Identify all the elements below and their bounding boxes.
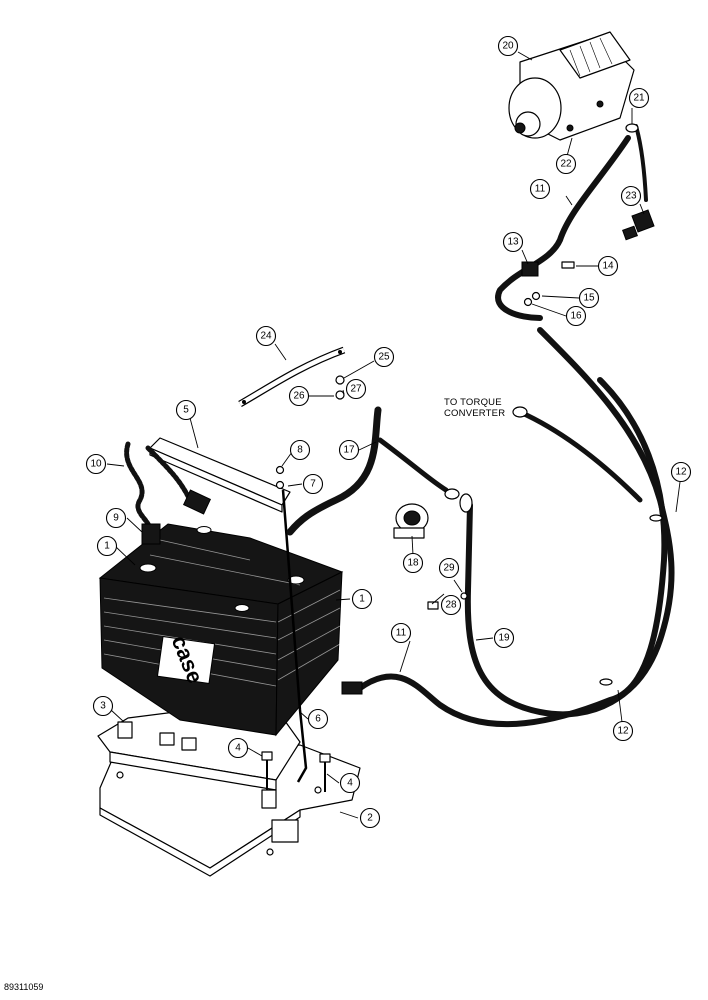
callout-label: 27 [350,384,362,395]
callout-label: 10 [90,459,102,470]
ground-strap [238,346,346,408]
callout-12a: 12 [670,461,692,483]
callout-15: 15 [578,287,600,309]
torque-converter-cable [512,406,643,503]
callout-1b: 1 [351,588,373,610]
callout-label: 7 [310,479,316,490]
callout-label: 15 [583,293,595,304]
callout-label: 8 [297,445,303,456]
callout-label: 20 [502,41,514,52]
battery-base-plate [99,744,361,877]
callout-label: 21 [633,93,645,104]
callout-label: 2 [367,813,373,824]
callout-13: 13 [502,231,524,253]
callout-26: 26 [288,385,310,407]
callout-2: 2 [359,807,381,829]
callout-label: 25 [378,352,390,363]
callout-21: 21 [628,87,650,109]
callout-4b: 4 [339,772,361,794]
callout-10: 10 [85,453,107,475]
callout-label: 26 [293,391,305,402]
torque-converter-note: TO TORQUE CONVERTER [444,397,505,419]
callout-6: 6 [307,708,329,730]
battery: case [98,523,344,737]
callout-16: 16 [565,305,587,327]
callout-label: 24 [260,331,272,342]
callout-18: 18 [402,552,424,574]
callout-label: 11 [535,184,546,195]
callout-23: 23 [620,185,642,207]
callout-label: 28 [445,600,457,611]
callout-label: 29 [443,563,455,574]
callout-label: 4 [347,778,353,789]
note-line-1: TO TORQUE [444,397,502,408]
callout-label: 11 [396,628,407,639]
callout-label: 14 [602,261,614,272]
callout-9: 9 [105,507,127,529]
callout-12b: 12 [612,720,634,742]
callout-label: 6 [315,714,321,725]
note-line-2: CONVERTER [444,408,506,419]
terminal-boot [622,209,655,241]
callout-29: 29 [438,557,460,579]
callout-25: 25 [373,346,395,368]
callout-label: 19 [498,633,510,644]
cable-17 [286,406,460,536]
callout-label: 12 [617,726,629,737]
callout-1a: 1 [96,535,118,557]
starter-motor [508,31,635,141]
callout-label: 23 [625,191,637,202]
callout-28: 28 [440,594,462,616]
callout-label: 16 [570,311,582,322]
coiled-harness [124,441,212,545]
callout-3: 3 [92,695,114,717]
callout-14: 14 [597,255,619,277]
leader-lines [106,51,681,819]
cable-11-lower [341,377,668,728]
callout-17: 17 [338,439,360,461]
callout-label: 1 [104,541,110,552]
callout-11b: 11 [390,622,412,644]
callout-label: 18 [407,558,419,569]
callout-label: 9 [113,513,119,524]
callout-8: 8 [289,439,311,461]
callout-label: 4 [235,743,241,754]
callout-label: 13 [507,237,519,248]
callout-label: 1 [359,594,365,605]
callout-label: 22 [560,159,572,170]
callout-24: 24 [255,325,277,347]
figure-id: 89311059 [4,982,44,992]
callout-27: 27 [345,378,367,400]
callout-19: 19 [493,627,515,649]
callout-11a: 11 [529,178,551,200]
callout-label: 17 [343,445,355,456]
solenoid [393,503,429,539]
callout-7: 7 [302,473,324,495]
callout-5: 5 [175,399,197,421]
callout-label: 12 [675,467,687,478]
cable-11-upper [495,135,631,321]
callout-label: 5 [183,405,189,416]
callout-label: 3 [100,701,106,712]
cable-19 [459,327,675,718]
callout-20: 20 [497,35,519,57]
callout-22: 22 [555,153,577,175]
callout-4a: 4 [227,737,249,759]
